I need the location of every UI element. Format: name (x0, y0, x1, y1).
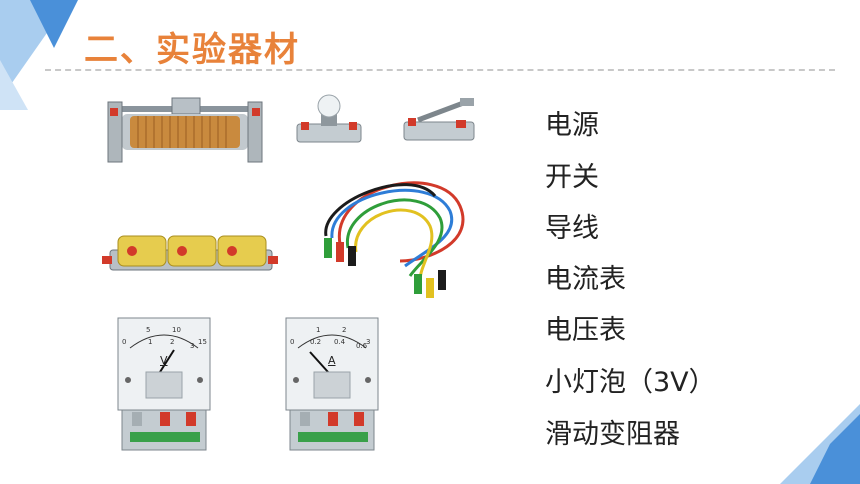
voltmeter-scale-15: 15 (198, 338, 207, 346)
voltmeter-scale-b1: 1 (148, 338, 153, 346)
ammeter-scale-b04: 0.4 (334, 338, 346, 346)
material-item-wires: 导线 (545, 213, 599, 244)
voltmeter-scale-10: 10 (172, 326, 181, 334)
wires-image (324, 181, 465, 298)
material-item-switch: 开关 (545, 162, 599, 193)
material-item-rheostat: 滑动变阻器 (545, 419, 680, 450)
voltmeter-scale-b2: 2 (170, 338, 175, 346)
ammeter-scale-2: 2 (342, 326, 347, 334)
material-item-voltmeter: 电压表 (545, 315, 626, 346)
ammeter-scale-b06: 0.6 (356, 342, 368, 350)
corner-decoration-bottom-right (780, 404, 860, 484)
voltmeter-scale-0: 0 (122, 338, 127, 346)
ammeter-image: 0 1 2 3 0.2 0.4 0.6 A (276, 314, 388, 454)
ammeter-unit-label: A (328, 354, 336, 367)
corner-decoration-top-left (0, 0, 78, 110)
battery-pack-image (102, 235, 278, 271)
material-item-ammeter: 电流表 (545, 264, 626, 295)
ammeter-scale-0: 0 (290, 338, 295, 346)
ammeter-scale-b02: 0.2 (310, 338, 322, 346)
sliding-rheostat-image (107, 97, 263, 163)
light-bulb-image (296, 94, 362, 143)
voltmeter-image: 0 5 10 15 1 2 3 V (108, 314, 220, 454)
material-item-bulb: 小灯泡（3V） (545, 367, 716, 398)
material-item-power-source: 电源 (545, 110, 599, 141)
switch-image (403, 98, 475, 141)
ammeter-scale-1: 1 (316, 326, 321, 334)
ammeter-scale-3: 3 (366, 338, 371, 346)
voltmeter-unit-label: V (160, 354, 168, 367)
voltmeter-scale-5: 5 (146, 326, 151, 334)
title-divider (45, 69, 835, 71)
page-title: 二、实验器材 (84, 30, 300, 70)
voltmeter-scale-b3: 3 (190, 342, 195, 350)
